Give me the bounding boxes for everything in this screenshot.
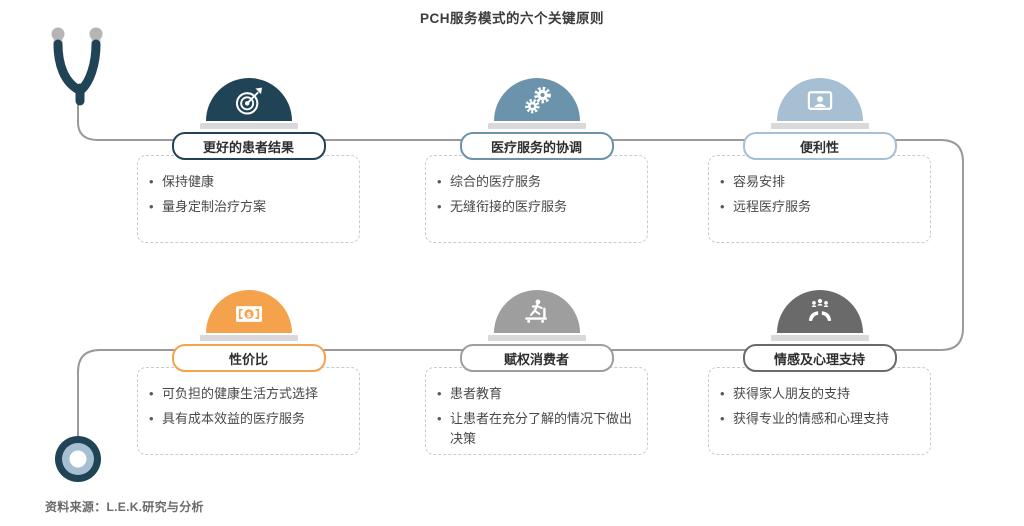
principle-card: 性价比 可负担的健康生活方式选择具有成本效益的医疗服务 [137,290,360,455]
principle-bullets-box: 保持健康量身定制治疗方案 [137,155,360,243]
icon-semicircle [493,290,580,333]
connector-line [77,96,964,436]
bullet-item: 患者教育 [436,384,637,404]
principle-bullets-box: 患者教育让患者在充分了解的情况下做出决策 [425,367,648,455]
source-note: 资料来源：L.E.K.研究与分析 [45,500,204,514]
principle-label-pill: 性价比 [171,344,326,372]
principle-card: 赋权消费者 患者教育让患者在充分了解的情况下做出决策 [425,290,648,455]
bullet-list: 综合的医疗服务无缝衔接的医疗服务 [436,172,637,217]
target-icon [229,83,269,120]
bullet-item: 获得家人朋友的支持 [719,384,920,404]
bullet-list: 获得家人朋友的支持获得专业的情感和心理支持 [719,384,920,429]
icon-base-bar [770,335,869,341]
bullet-item: 可负担的健康生活方式选择 [148,384,349,404]
principle-label: 更好的患者结果 [202,139,294,155]
bullet-item: 让患者在充分了解的情况下做出决策 [436,409,637,449]
treadmill-runner-icon [517,295,557,332]
principle-label: 便利性 [799,139,839,155]
monitor-person-icon [800,83,840,120]
stethoscope-chestpiece-icon [55,436,101,482]
bullet-list: 容易安排远程医疗服务 [719,172,920,217]
icon-semicircle [205,78,292,121]
principle-label: 性价比 [228,351,268,367]
icon-semicircle [776,78,863,121]
bullet-item: 综合的医疗服务 [436,172,637,192]
icon-base-bar [487,335,586,341]
icon-base-bar [487,123,586,129]
bullet-list: 可负担的健康生活方式选择具有成本效益的医疗服务 [148,384,349,429]
principle-bullets-box: 容易安排远程医疗服务 [708,155,931,243]
bullet-item: 具有成本效益的医疗服务 [148,409,349,429]
principle-bullets-box: 获得家人朋友的支持获得专业的情感和心理支持 [708,367,931,455]
banknote-icon [229,295,269,332]
bullet-item: 远程医疗服务 [719,197,920,217]
principle-label: 赋权消费者 [503,351,569,367]
icon-base-bar [199,335,298,341]
icon-base-bar [199,123,298,129]
bullet-item: 容易安排 [719,172,920,192]
principle-card: 便利性 容易安排远程医疗服务 [708,78,931,243]
icon-semicircle [493,78,580,121]
page-title: PCH服务模式的六个关键原则 [419,11,604,26]
principle-label: 情感及心理支持 [773,351,865,367]
principle-label-pill: 情感及心理支持 [742,344,897,372]
principle-label-pill: 赋权消费者 [459,344,614,372]
bullet-item: 获得专业的情感和心理支持 [719,409,920,429]
principle-card: 情感及心理支持 获得家人朋友的支持获得专业的情感和心理支持 [708,290,931,455]
principle-bullets-box: 综合的医疗服务无缝衔接的医疗服务 [425,155,648,243]
principle-label-pill: 便利性 [742,132,897,160]
bullet-item: 保持健康 [148,172,349,192]
principle-label-pill: 更好的患者结果 [171,132,326,160]
gears-icon [517,83,557,120]
principle-label: 医疗服务的协调 [490,139,582,155]
icon-semicircle [205,290,292,333]
principle-card: 医疗服务的协调 综合的医疗服务无缝衔接的医疗服务 [425,78,648,243]
bullet-list: 保持健康量身定制治疗方案 [148,172,349,217]
bullet-item: 量身定制治疗方案 [148,197,349,217]
bullet-list: 患者教育让患者在充分了解的情况下做出决策 [436,384,637,449]
hands-holding-people-icon [800,295,840,332]
stethoscope-icon [51,27,103,106]
icon-semicircle [776,290,863,333]
principle-label-pill: 医疗服务的协调 [459,132,614,160]
bullet-item: 无缝衔接的医疗服务 [436,197,637,217]
principle-bullets-box: 可负担的健康生活方式选择具有成本效益的医疗服务 [137,367,360,455]
principle-card: 更好的患者结果 保持健康量身定制治疗方案 [137,78,360,243]
icon-base-bar [770,123,869,129]
